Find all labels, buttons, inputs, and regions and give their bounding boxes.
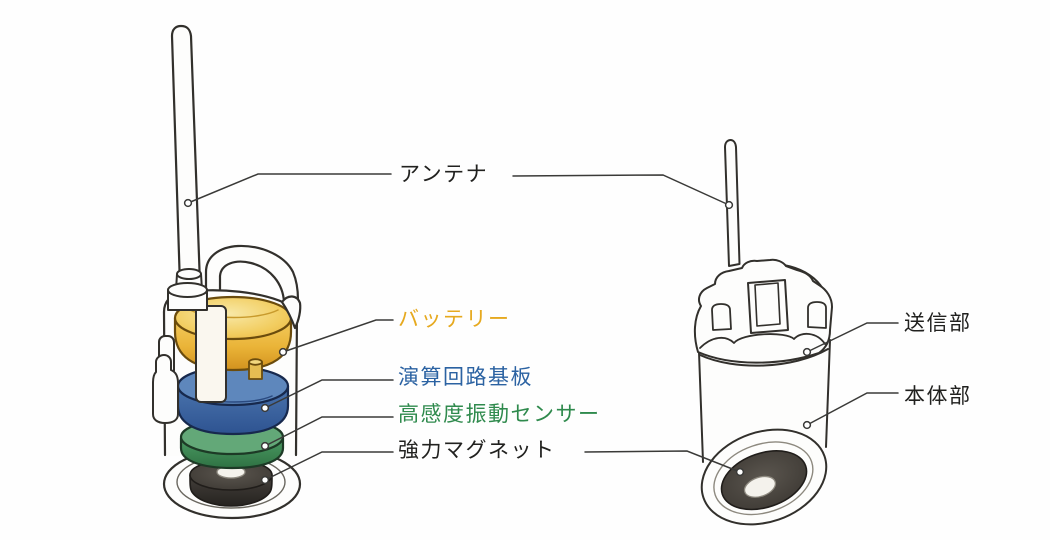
leader-dot-sensor [260,441,270,451]
leader-dot-antenna-left [183,198,193,208]
leader-dot-main-body [802,420,812,430]
leader-battery [282,319,394,353]
leader-lines [183,173,899,485]
leader-dot-antenna-right [724,200,734,210]
label-transmitter: 送信部 [904,311,972,335]
left-board-disc [176,365,290,436]
right-scallop-edge [699,333,826,349]
right-bottom-face [700,428,828,526]
leader-transmitter [806,322,899,353]
right-mount-tab [747,279,789,334]
leader-magnet-right [584,450,741,473]
left-rim-fin [280,295,302,330]
left-antenna [170,24,202,288]
label-main-body: 本体部 [904,384,972,408]
leader-dot-magnet-left [260,475,270,485]
right-section-seam [699,348,829,367]
left-antenna-socket [167,268,208,311]
leader-antenna-right [512,174,730,206]
label-battery: バッテリー [398,307,511,331]
leader-dot-transmitter [802,347,812,357]
label-magnet: 強力マグネット [398,438,556,462]
label-antenna: アンテナ [399,162,489,186]
left-battery-peg [248,358,263,380]
leader-dot-magnet-right [735,467,745,477]
left-cutaway-pillar [195,305,227,403]
leader-main-body [806,392,899,426]
leader-dot-board [260,403,270,413]
leader-antenna-left [187,173,392,204]
leader-dot-battery [278,347,288,357]
label-vibration-sensor: 高感度振動センサー [398,402,601,426]
left-handle [204,244,300,304]
label-circuit-board: 演算回路基板 [398,365,533,389]
leader-sensor [264,416,394,447]
leader-magnet-left [264,451,394,481]
left-side-bottle [152,354,179,424]
right-post-left [711,303,732,331]
right-device-external [693,139,833,526]
left-device-cutaway [152,24,302,520]
right-post-right [807,301,827,329]
right-magnet-hole [743,475,777,498]
leader-board [264,379,394,409]
